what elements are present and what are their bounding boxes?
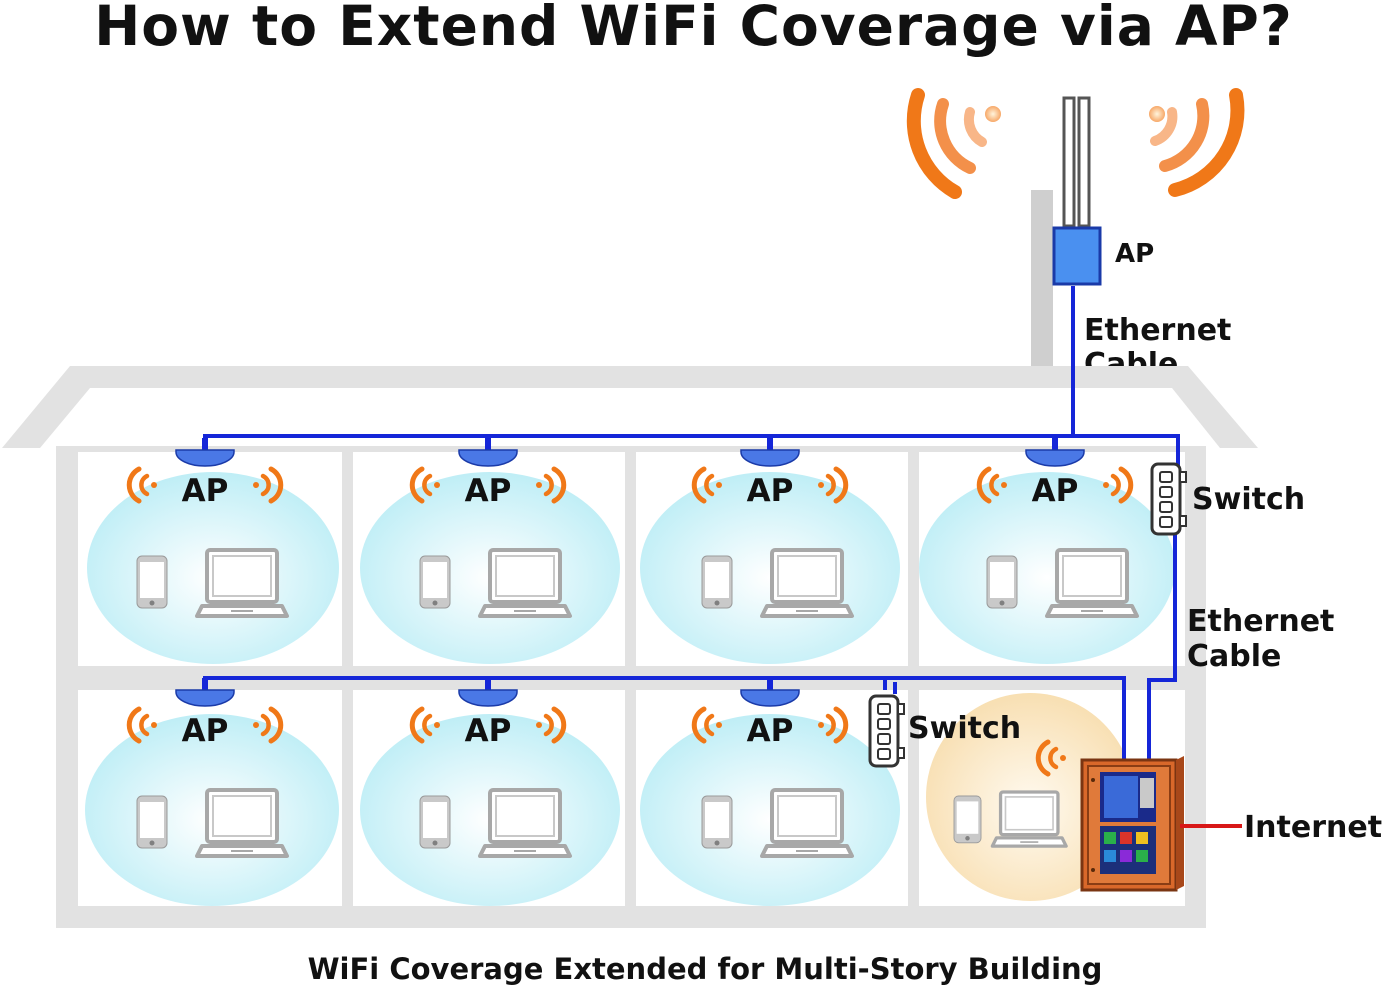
room-4: AP [979, 437, 1139, 618]
room-ap-label: AP [465, 713, 512, 749]
phone-icon [136, 795, 168, 849]
ceiling-ap-icon [740, 437, 800, 467]
room-ap-label: AP [747, 713, 794, 749]
laptop-icon [195, 548, 289, 618]
caption: WiFi Coverage Extended for Multi-Story B… [307, 952, 1103, 986]
phone-icon [419, 795, 451, 849]
switch-label-top: Switch [1192, 482, 1305, 517]
wifi-signal-icon [906, 88, 1001, 199]
laptop-icon [760, 548, 854, 618]
phone-icon [701, 795, 733, 849]
phone-icon [136, 555, 168, 609]
outdoor-ap-group: AP Ethernet Cable [906, 88, 1245, 382]
rooms-layer: AP AP AP AP AP AP AP [129, 437, 1139, 858]
ceiling-ap-icon [458, 437, 518, 467]
laptop-icon [195, 788, 289, 858]
laptop-icon [478, 788, 572, 858]
room-ap-label: AP [465, 473, 512, 509]
room-6: AP [412, 677, 572, 858]
room-ap-label: AP [1032, 473, 1079, 509]
switch-icon [868, 694, 906, 768]
outdoor-ap-box [1052, 226, 1102, 286]
room-ap-label: AP [182, 473, 229, 509]
page-title: How to Extend WiFi Coverage via AP? [94, 0, 1293, 58]
mounting-pole [1031, 190, 1053, 366]
room-ap-label: AP [182, 713, 229, 749]
phone-icon [419, 555, 451, 609]
antenna-icon [1062, 96, 1091, 228]
switch-icon [1150, 462, 1188, 536]
phone-icon [701, 555, 733, 609]
laptop-icon [1045, 548, 1139, 618]
room-7: AP [694, 677, 854, 858]
router-kiosk-icon [1080, 756, 1184, 892]
wifi-signal-icon [1149, 88, 1245, 197]
room-5: AP [129, 677, 289, 858]
room-1: AP [129, 437, 289, 618]
internet-label: Internet [1244, 810, 1382, 845]
laptop-icon [478, 548, 572, 618]
switch-label-bottom: Switch [908, 711, 1021, 746]
room-ap-label: AP [747, 473, 794, 509]
room-2: AP [412, 437, 572, 618]
ceiling-ap-icon [175, 437, 235, 467]
ceiling-ap-icon [1025, 437, 1085, 467]
phone-icon [986, 555, 1018, 609]
room-3: AP [694, 437, 854, 618]
outdoor-ap-label: AP [1115, 239, 1154, 269]
laptop-icon [760, 788, 854, 858]
ethernet-cable-label-side: Ethernet Cable [1187, 604, 1345, 674]
